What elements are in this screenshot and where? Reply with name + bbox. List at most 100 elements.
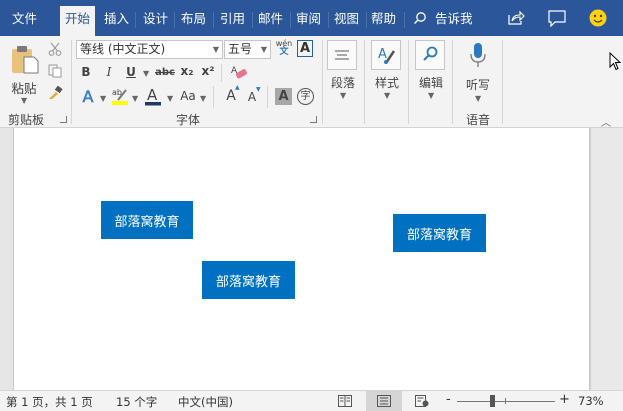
text-box[interactable]: 部落窝教育 [202,261,295,299]
zoom-slider-track[interactable] [457,401,555,402]
tab-mailings[interactable]: 邮件 [258,11,284,26]
zoom-in-button[interactable]: + [559,392,570,407]
page-info[interactable]: 第 1 页，共 1 页 [6,395,93,409]
share-icon[interactable] [507,10,525,26]
dictate-label: 听写 [465,78,490,92]
document-page[interactable]: 部落窝教育 部落窝教育 部落窝教育 [13,128,590,390]
tab-design[interactable]: 设计 [143,11,169,26]
zoom-slider-midmark [505,398,506,404]
text-effects-button[interactable]: A [82,87,94,107]
tab-layout[interactable]: 布局 [181,11,207,26]
tab-view[interactable]: 视图 [334,11,360,26]
grow-font-button[interactable]: A▲ [226,84,240,104]
superscript-button[interactable]: x² [201,64,215,78]
tab-review[interactable]: 审阅 [296,11,322,26]
vertical-scrollbar[interactable] [590,128,623,390]
group-divider [408,40,409,124]
change-case-button[interactable]: Aa [180,89,196,103]
character-shading-button[interactable]: A [275,88,292,105]
group-divider [364,40,365,124]
text-box-text[interactable]: 部落窝教育 [114,214,180,230]
divider [267,86,268,108]
paragraph-label: 段落 [330,76,355,90]
tab-divider [174,12,175,28]
paragraph-button[interactable]: 段落 ▼ [327,40,359,106]
font-size-select[interactable]: 五号 ▼ [224,40,271,59]
tab-divider [252,12,253,28]
underline-dropdown-icon[interactable]: ▼ [143,69,150,78]
change-case-dropdown-icon[interactable]: ▼ [200,94,207,103]
font-color-dropdown-icon[interactable]: ▼ [167,94,174,103]
web-layout-button[interactable] [404,391,440,411]
tab-home[interactable]: 开始 [60,6,96,36]
read-mode-icon [338,395,352,407]
highlight-button[interactable]: ab [112,86,128,106]
tell-me-label: 告诉我 [435,11,473,26]
enclose-characters-button[interactable]: 字 [297,88,314,105]
clipboard-group-label: 剪贴板 [8,113,45,127]
tab-file[interactable]: 文件 [12,11,38,26]
phonetic-guide-button[interactable]: wén 文 [274,39,294,59]
increase-arrow-icon: ▲ [235,84,240,91]
tell-me-button[interactable]: 告诉我 [408,6,478,36]
svg-text:A: A [147,86,158,104]
paste-label: 粘贴 [11,81,37,96]
editing-button[interactable]: 编辑 ▼ [415,40,447,106]
word-count[interactable]: 15 个字 [116,395,158,409]
smiley-icon[interactable] [589,9,607,27]
zoom-out-button[interactable]: - [446,392,451,407]
text-box[interactable]: 部落窝教育 [101,201,193,239]
divider [213,86,214,108]
bold-button[interactable]: B [81,65,91,79]
font-size-value: 五号 [228,42,253,56]
read-mode-button[interactable] [327,391,363,411]
ribbon-tab-bar: 文件 开始 插入 设计 布局 引用 邮件 审阅 视图 帮助 告诉我 [0,0,623,36]
text-box-text[interactable]: 部落窝教育 [215,274,281,290]
zoom-slider-thumb[interactable] [490,395,495,407]
strikethrough-button[interactable]: abc [155,67,175,78]
text-box[interactable]: 部落窝教育 [393,214,486,252]
subscript-button[interactable]: x₂ [180,64,194,78]
styles-button[interactable]: A 样式 ▼ [371,40,403,106]
print-layout-button[interactable] [366,391,402,411]
font-color-button[interactable]: A [145,86,161,106]
group-divider [502,40,503,124]
format-painter-icon[interactable] [48,86,64,100]
tab-help[interactable]: 帮助 [371,11,397,26]
paragraph-icon-frame [327,40,357,70]
copy-icon[interactable] [48,64,62,78]
clipboard-dialog-launcher[interactable] [60,116,67,123]
text-effects-dropdown-icon[interactable]: ▼ [100,94,107,103]
zoom-level[interactable]: 73% [578,394,604,408]
underline-button[interactable]: U [126,65,136,79]
tab-references[interactable]: 引用 [220,11,246,26]
tab-divider [213,12,214,28]
language-indicator[interactable]: 中文(中国) [178,395,233,409]
text-box-text[interactable]: 部落窝教育 [406,227,472,243]
font-dialog-launcher[interactable] [310,116,317,123]
font-name-value: 等线 (中文正文) [80,42,166,56]
tab-divider [404,12,405,28]
clear-formatting-icon[interactable]: A [230,64,248,80]
paste-button[interactable]: 粘贴 ▼ [6,40,42,108]
phonetic-pinyin: wén [275,39,293,48]
highlighter-icon: ab [112,88,128,105]
cut-icon[interactable] [48,42,62,56]
character-border-button[interactable]: A [297,40,313,57]
tab-divider [290,12,291,28]
dictate-button[interactable]: 听写 ▼ [460,40,496,106]
comment-icon[interactable] [548,10,566,27]
shrink-font-button[interactable]: A▼ [247,86,261,104]
ribbon: 粘贴 ▼ 剪贴板 等线 (中文正文) ▼ 五号 ▼ wén 文 A B I U … [0,36,623,129]
font-color-icon: A [145,86,161,106]
tab-divider [366,12,367,28]
chevron-down-icon: ▼ [384,91,391,100]
font-name-select[interactable]: 等线 (中文正文) ▼ [76,40,223,59]
italic-button[interactable]: I [106,65,112,79]
collapse-ribbon-icon[interactable]: ︿ [601,118,611,129]
group-divider [452,40,453,124]
editing-icon-frame [415,40,445,70]
tab-insert[interactable]: 插入 [104,11,130,26]
divider [221,64,222,82]
highlight-dropdown-icon[interactable]: ▼ [132,94,139,103]
